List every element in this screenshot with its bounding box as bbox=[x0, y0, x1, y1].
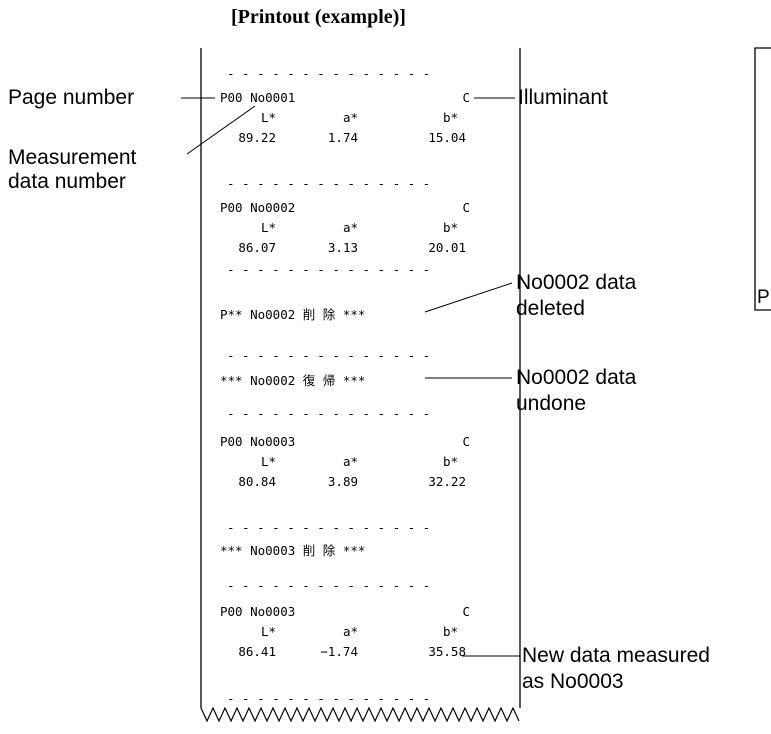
side-box bbox=[754, 47, 771, 311]
leader-measurement-number bbox=[186, 105, 256, 155]
illuminant-value: C bbox=[462, 434, 470, 449]
label-page-number: Page number bbox=[8, 86, 135, 109]
value-b: 20.01 bbox=[428, 240, 466, 255]
separator: - - - - - - - - - - - - - - bbox=[227, 406, 431, 421]
value-a: 3.89 bbox=[327, 474, 358, 489]
separator: - - - - - - - - - - - - - - bbox=[227, 520, 431, 535]
value-l: 86.41 bbox=[238, 644, 276, 659]
label-measurement-line1: Measurement bbox=[8, 146, 137, 169]
value-b: 32.22 bbox=[428, 474, 466, 489]
separator: - - - - - - - - - - - - - - bbox=[227, 66, 431, 81]
col-header-l: L* bbox=[260, 454, 276, 469]
value-l: 89.22 bbox=[238, 130, 276, 145]
deleted-event: P** No0002 削 除 *** bbox=[220, 307, 366, 322]
col-header-a: a* bbox=[342, 110, 358, 125]
col-header-l: L* bbox=[260, 624, 276, 639]
label-measurement-line2: data number bbox=[8, 170, 126, 193]
label-illuminant: Illuminant bbox=[518, 86, 608, 109]
record-header: P00 No0003 bbox=[220, 434, 296, 449]
illuminant-value: C bbox=[462, 90, 470, 105]
label-undone-line2: undone bbox=[516, 392, 587, 415]
label-deleted-line2: deleted bbox=[516, 297, 585, 320]
col-header-a: a* bbox=[342, 454, 358, 469]
col-header-a: a* bbox=[342, 624, 358, 639]
record-header: P00 No0003 bbox=[220, 604, 296, 619]
receipt-paper-edges bbox=[200, 48, 521, 708]
figure-title: [Printout (example)] bbox=[231, 6, 406, 28]
value-l: 80.84 bbox=[238, 474, 276, 489]
label-newdata-line2: as No0003 bbox=[522, 670, 624, 693]
leader-deleted bbox=[424, 282, 513, 313]
undone-event: *** No0002 復 帰 *** bbox=[220, 373, 366, 388]
illuminant-value: C bbox=[462, 200, 470, 215]
deleted-event: *** No0003 削 除 *** bbox=[220, 543, 366, 558]
value-l: 86.07 bbox=[238, 240, 276, 255]
value-a: −1.74 bbox=[320, 644, 358, 659]
side-box-label: P bbox=[757, 287, 770, 308]
label-newdata-line1: New data measured bbox=[522, 644, 710, 667]
col-header-b: b* bbox=[442, 110, 458, 125]
value-a: 1.74 bbox=[327, 130, 358, 145]
value-a: 3.13 bbox=[327, 240, 358, 255]
separator: - - - - - - - - - - - - - - bbox=[227, 691, 431, 706]
value-b: 15.04 bbox=[428, 130, 466, 145]
col-header-a: a* bbox=[342, 220, 358, 235]
col-header-l: L* bbox=[260, 110, 276, 125]
label-undone-line1: No0002 data bbox=[516, 366, 637, 389]
col-header-b: b* bbox=[442, 454, 458, 469]
separator: - - - - - - - - - - - - - - bbox=[227, 348, 431, 363]
record-header: P00 No0002 bbox=[220, 200, 296, 215]
label-deleted-line1: No0002 data bbox=[516, 271, 637, 294]
separator: - - - - - - - - - - - - - - bbox=[227, 176, 431, 191]
col-header-b: b* bbox=[442, 220, 458, 235]
separator: - - - - - - - - - - - - - - bbox=[227, 578, 431, 593]
col-header-b: b* bbox=[442, 624, 458, 639]
illuminant-value: C bbox=[462, 604, 470, 619]
record-header: P00 No0001 bbox=[220, 90, 296, 105]
receipt-torn-edge bbox=[200, 706, 520, 723]
separator: - - - - - - - - - - - - - - bbox=[227, 262, 431, 277]
col-header-l: L* bbox=[260, 220, 276, 235]
value-b: 35.58 bbox=[428, 644, 466, 659]
